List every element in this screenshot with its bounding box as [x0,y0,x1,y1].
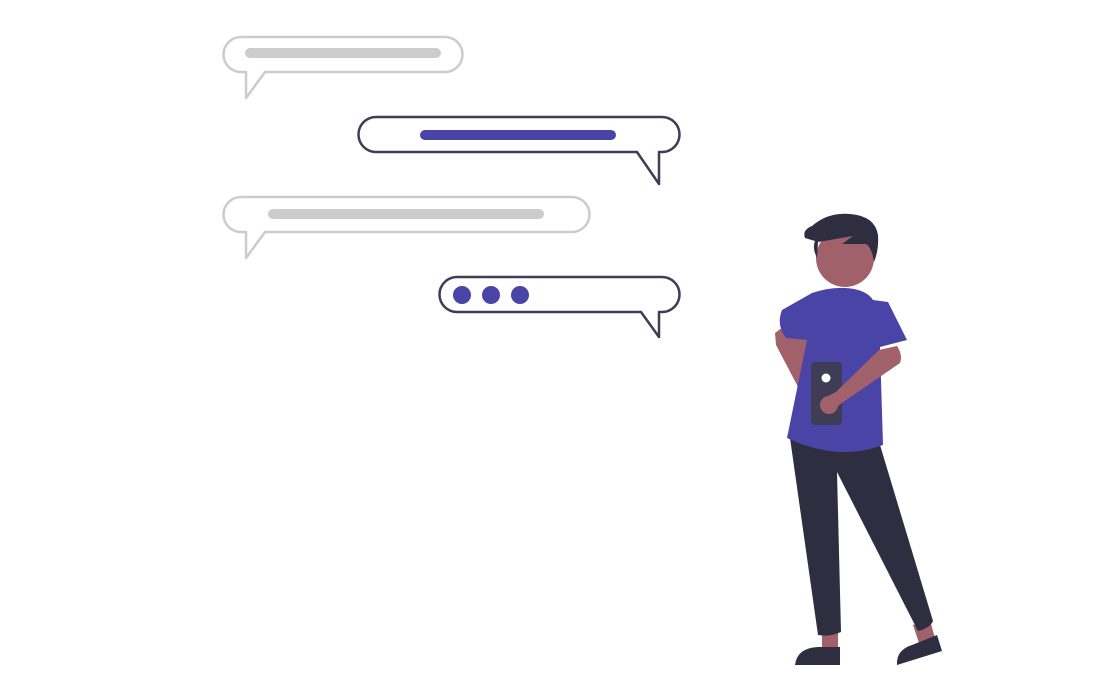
message-bubble-received-1 [222,35,464,100]
pants [790,438,933,636]
phone-camera [821,373,831,383]
typing-indicator-bubble [438,275,681,339]
typing-dot [511,286,529,304]
placeholder-text-bar [420,130,616,140]
placeholder-text-bar [245,48,441,58]
message-bubble-received-2 [222,195,591,260]
typing-dot [482,286,500,304]
shoe-right [896,635,942,665]
person-figure [775,213,942,665]
placeholder-text-bar [268,209,544,219]
shoe-left [795,647,840,665]
hand [820,396,838,414]
typing-dot [453,286,471,304]
hair [804,213,879,262]
message-bubble-sent-1 [357,115,681,186]
